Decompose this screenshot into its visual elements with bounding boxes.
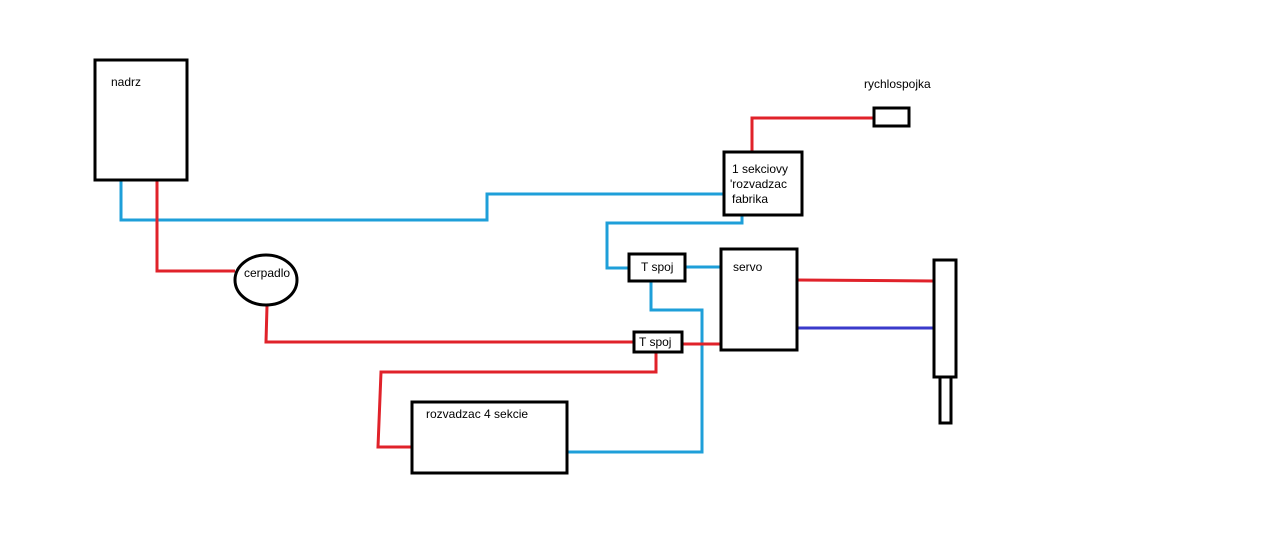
return-lines bbox=[119, 179, 744, 454]
quick-coupler-label: rychlospojka bbox=[864, 77, 931, 91]
tee-lower: T spoj bbox=[632, 330, 684, 354]
pressure-line-servo-to-cylinder bbox=[796, 278, 935, 283]
return-line-tank-to-valve1 bbox=[119, 179, 724, 222]
quick-coupler: rychlospojka bbox=[864, 77, 931, 128]
valve-1-section-label-line1: 1 sekciovy bbox=[732, 162, 788, 176]
valve-4-section-label: rozvadzac 4 sekcie bbox=[426, 407, 528, 421]
valve-1-section: 1 sekciovy 'rozvadzac fabrika bbox=[722, 150, 804, 217]
cylinder bbox=[932, 258, 958, 425]
cylinder-rod bbox=[938, 375, 953, 425]
tee-upper: T spoj bbox=[627, 252, 687, 283]
valve-4-section: rozvadzac 4 sekcie bbox=[410, 400, 569, 475]
pressure-line-tank-to-pump bbox=[155, 179, 235, 273]
pump-label: cerpadlo bbox=[244, 266, 290, 280]
servo-label: servo bbox=[733, 260, 763, 274]
return-line-valve1-to-tee-upper bbox=[605, 215, 744, 270]
tank-label: nadrz bbox=[111, 75, 141, 89]
pressure-line-pump-to-tee-lower bbox=[264, 305, 634, 344]
pump: cerpadlo bbox=[233, 253, 299, 307]
tee-upper-label: T spoj bbox=[641, 260, 673, 274]
tee-lower-label: T spoj bbox=[639, 335, 671, 349]
return-line-tee-upper-to-valve4 bbox=[567, 282, 704, 454]
pressure-line-valve1-to-coupler bbox=[750, 116, 874, 152]
valve-1-section-label-line3: fabrika bbox=[732, 192, 768, 206]
valve-1-section-label-line2: 'rozvadzac bbox=[730, 177, 787, 191]
servo: servo bbox=[719, 247, 799, 352]
pressure-line-tee-lower-to-valve4 bbox=[376, 353, 658, 449]
pressure-lines bbox=[155, 116, 935, 449]
tank: nadrz bbox=[93, 58, 189, 182]
